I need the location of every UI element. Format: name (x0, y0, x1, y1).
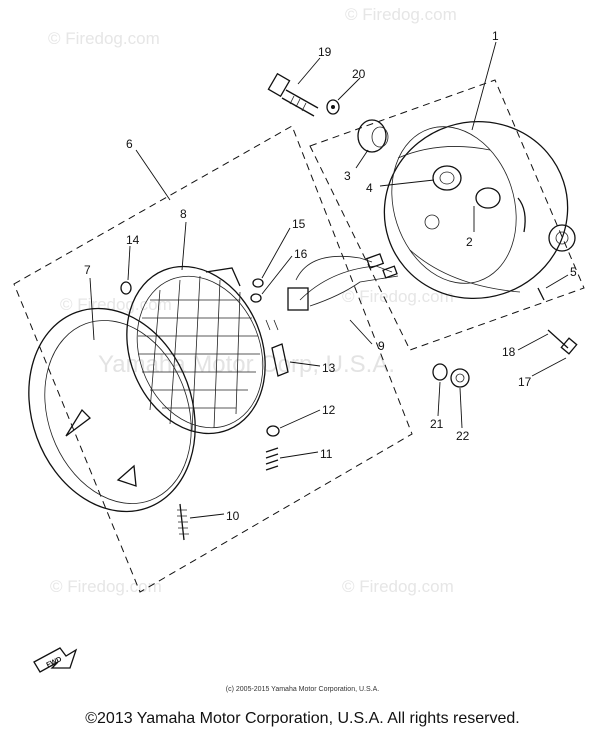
callout-2: 2 (466, 235, 473, 249)
leader-lines (89, 41, 569, 519)
watermark-firedog: © Firedog.com (50, 577, 162, 596)
callout-4: 4 (366, 181, 373, 195)
headlight-rim (28, 307, 196, 513)
callout-3: 3 (344, 169, 351, 183)
callout-16: 16 (294, 247, 308, 261)
footer-copyright: ©2013 Yamaha Motor Corporation, U.S.A. A… (85, 710, 520, 727)
callout-19: 19 (318, 45, 332, 59)
front-direction-marker: FWD (33, 647, 78, 673)
screw-18 (547, 329, 578, 355)
assembly-boundary-housing (309, 79, 585, 351)
grommet (357, 119, 389, 153)
watermark-firedog: © Firedog.com (345, 5, 457, 24)
watermark-firedog: © Firedog.com (342, 287, 454, 306)
callout-8: 8 (180, 207, 187, 221)
callout-22: 22 (456, 429, 470, 443)
watermark-yamaha: Yamaha Motor Corp, U.S.A. (98, 351, 395, 378)
nut-15 (252, 278, 264, 288)
bolt-top (267, 72, 319, 117)
sealed-beam-lens (126, 265, 266, 435)
callout-12: 12 (322, 403, 336, 417)
callout-14: 14 (126, 233, 140, 247)
screw-10 (177, 503, 189, 541)
screw-5 (537, 287, 545, 301)
callout-17: 17 (518, 375, 532, 389)
callout-11: 11 (320, 447, 333, 461)
callout-5: 5 (570, 265, 577, 279)
callout-1: 1 (492, 29, 499, 43)
callout-9: 9 (378, 339, 385, 353)
watermark-firedog: © Firedog.com (342, 577, 454, 596)
washer-21 (432, 363, 448, 381)
headlight-housing (383, 120, 576, 300)
inner-copyright: (c) 2005-2015 Yamaha Motor Corporation, … (225, 686, 380, 693)
assembly-boundary-lens-unit (13, 125, 413, 593)
callout-10: 10 (226, 509, 240, 523)
callout-15: 15 (292, 217, 306, 231)
watermark-firedog: © Firedog.com (48, 29, 160, 48)
front-marker-label: FWD (45, 656, 62, 669)
callout-20: 20 (352, 67, 366, 81)
washer-top (326, 99, 340, 115)
callout-7: 7 (84, 263, 91, 277)
wire-harness (287, 253, 399, 311)
callouts: 1 2 3 4 5 6 7 8 9 10 11 12 13 14 15 16 1… (84, 29, 577, 523)
spring-11 (265, 447, 279, 471)
callout-21: 21 (430, 417, 444, 431)
screw-14 (120, 281, 132, 295)
callout-13: 13 (322, 361, 336, 375)
washer-12 (266, 425, 280, 437)
washer-16 (250, 293, 262, 303)
nut-22 (450, 368, 470, 388)
socket-13 (265, 319, 289, 377)
callout-6: 6 (126, 137, 133, 151)
callout-18: 18 (502, 345, 516, 359)
